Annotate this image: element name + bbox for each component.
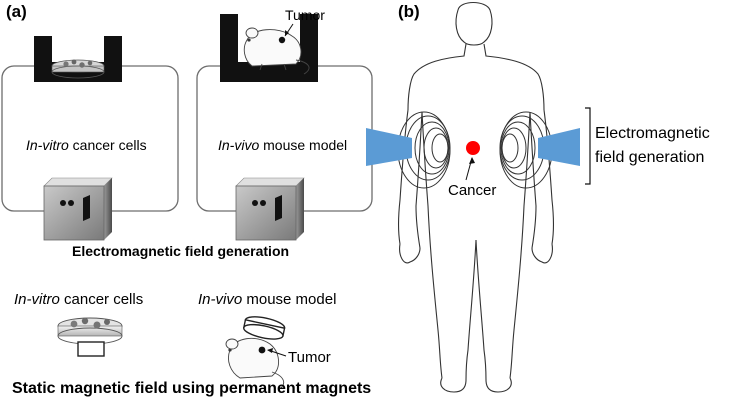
petri-dish-bottom-icon [57, 317, 123, 357]
panel-b-label: (b) [398, 2, 420, 21]
tumor-bottom-label: Tumor [288, 349, 331, 366]
invitro-box-label: In-vitro cancer cells [26, 137, 147, 153]
petri-dish-top-icon [51, 59, 105, 79]
cancer-label: Cancer [448, 182, 496, 199]
cancer-dot [466, 141, 480, 155]
em-caption: Electromagnetic field generation [72, 243, 289, 259]
em-generator-right-icon [235, 177, 305, 241]
human-body-outline [397, 1, 555, 393]
em-generator-left-icon [43, 177, 113, 241]
em-cone-right [538, 128, 580, 166]
tumor-bottom-dot [258, 346, 266, 354]
invivo-bottom-label: In-vivo mouse model [198, 291, 336, 308]
tumor-top-dot [278, 36, 286, 44]
permanent-magnet-bottom-left [77, 341, 105, 357]
invitro-circuit [1, 36, 179, 241]
magnet-holder-right [220, 14, 318, 82]
tumor-top-label: Tumor [285, 7, 325, 23]
mouse-bottom-icon [225, 316, 287, 391]
magnet-holder-left [34, 36, 122, 82]
em-label-line1: Electromagnetic [595, 125, 710, 142]
invivo-circuit [196, 14, 373, 241]
em-cone-left [366, 128, 412, 166]
permanent-magnet-bottom-right [242, 316, 286, 340]
em-bracket [585, 107, 591, 185]
static-caption: Static magnetic field using permanent ma… [12, 380, 371, 397]
em-label-line2: field generation [595, 149, 704, 166]
panel-a-label: (a) [6, 2, 27, 21]
invivo-box-label: In-vivo mouse model [218, 137, 347, 153]
invitro-bottom-label: In-vitro cancer cells [14, 291, 143, 308]
mouse-top-icon [243, 27, 310, 75]
